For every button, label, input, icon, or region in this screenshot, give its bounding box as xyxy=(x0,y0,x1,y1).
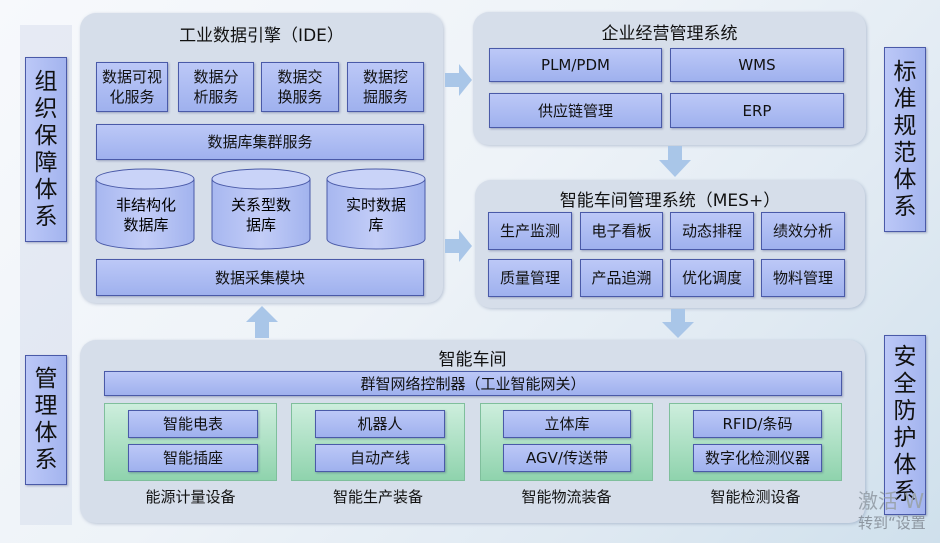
mes-item-6: 产品追溯 xyxy=(580,259,663,297)
group-label-logistics: 智能物流装备 xyxy=(521,488,612,506)
cylinder-relational xyxy=(211,168,311,250)
db-unstructured-label: 非结构化数据库 xyxy=(115,196,176,234)
mes-item-8: 物料管理 xyxy=(761,259,845,297)
mes-item-2: 电子看板 xyxy=(580,212,663,250)
db-relational-label: 关系型数据库 xyxy=(231,196,292,234)
mes-item-3: 动态排程 xyxy=(670,212,754,250)
device-robot: 机器人 xyxy=(315,410,445,438)
mes-title: 智能车间管理系统（MES+） xyxy=(559,191,781,211)
db-cluster-service: 数据库集群服务 xyxy=(96,124,424,160)
group-label-inspection: 智能检测设备 xyxy=(710,488,801,506)
erp-item-erp: ERP xyxy=(670,93,844,128)
industrial-gateway: 群智网络控制器（工业智能网关） xyxy=(104,371,842,396)
erp-item-wms: WMS xyxy=(670,48,844,82)
service-exchange: 数据交换服务 xyxy=(261,62,339,112)
device-auto-line: 自动产线 xyxy=(315,444,445,472)
activation-watermark: 激活 W 转到“设置 xyxy=(858,490,926,532)
mgmt-system-label: 管理体系 xyxy=(25,355,67,485)
group-label-energy: 能源计量设备 xyxy=(145,488,236,506)
arrow-enterprise-to-mes xyxy=(659,146,691,177)
device-rfid: RFID/条码 xyxy=(693,410,822,438)
device-smart-meter: 智能电表 xyxy=(128,410,258,438)
device-digital-inspection: 数字化检测仪器 xyxy=(693,444,822,472)
device-warehouse: 立体库 xyxy=(503,410,631,438)
workshop-title: 智能车间 xyxy=(438,350,507,370)
mes-item-5: 质量管理 xyxy=(488,259,572,297)
arrow-ide-to-mes xyxy=(445,230,472,262)
mes-item-1: 生产监测 xyxy=(488,212,572,250)
erp-item-scm: 供应链管理 xyxy=(489,93,662,128)
db-realtime-label: 实时数据库 xyxy=(346,196,407,234)
service-visualization: 数据可视化服务 xyxy=(96,62,168,112)
mes-item-7: 优化调度 xyxy=(670,259,754,297)
service-analysis: 数据分析服务 xyxy=(178,62,254,112)
data-collection-module: 数据采集模块 xyxy=(96,259,424,296)
cylinder-unstructured xyxy=(95,168,195,250)
ide-title: 工业数据引擎（IDE） xyxy=(179,26,344,46)
service-mining: 数据挖掘服务 xyxy=(347,62,424,112)
arrow-mes-to-workshop xyxy=(662,309,694,338)
mes-item-4: 绩效分析 xyxy=(761,212,845,250)
cylinder-realtime xyxy=(326,168,426,250)
arrow-workshop-to-ide xyxy=(246,306,278,338)
arrow-ide-to-enterprise xyxy=(445,64,472,96)
enterprise-title: 企业经营管理系统 xyxy=(601,24,738,44)
database-cylinders xyxy=(95,168,426,250)
device-agv: AGV/传送带 xyxy=(503,444,631,472)
std-system-label: 标准规范体系 xyxy=(884,47,926,232)
device-smart-socket: 智能插座 xyxy=(128,444,258,472)
erp-item-plm: PLM/PDM xyxy=(489,48,662,82)
org-system-label: 组织保障体系 xyxy=(25,57,67,242)
sec-system-label: 安全防护体系 xyxy=(884,335,926,515)
group-label-production: 智能生产装备 xyxy=(332,488,423,506)
